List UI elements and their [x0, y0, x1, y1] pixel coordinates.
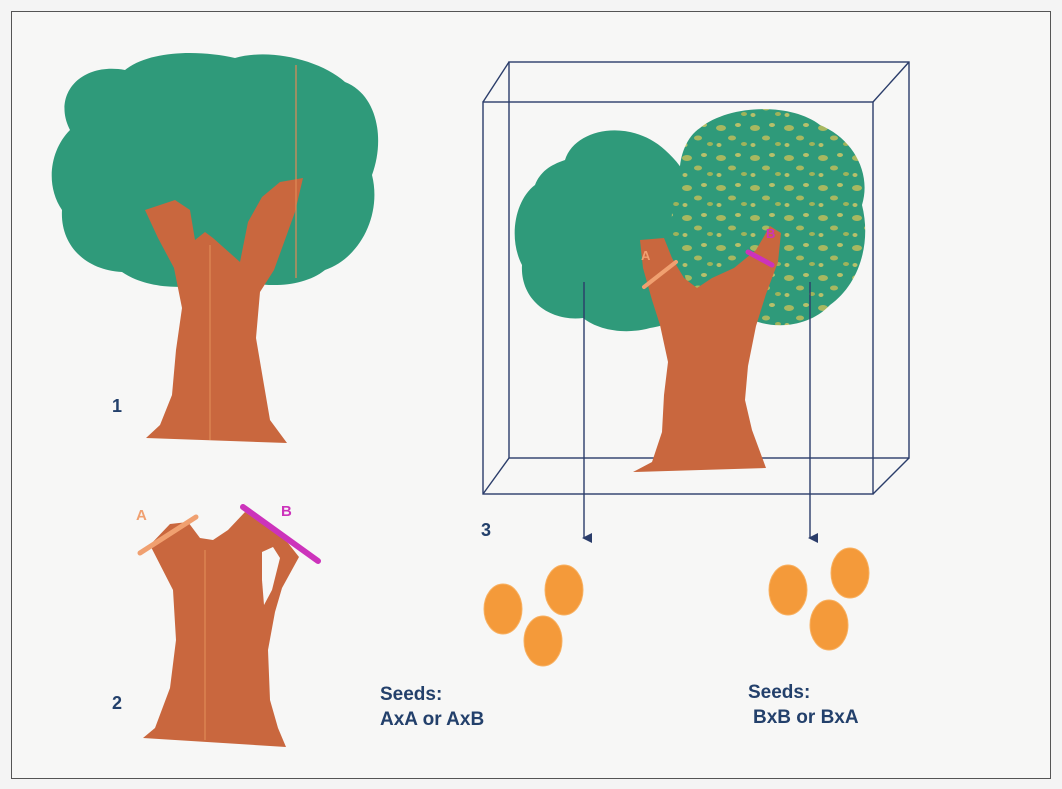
seed-group-a — [484, 565, 583, 666]
cage-edge — [873, 458, 909, 494]
seed-group-b — [769, 548, 869, 650]
panel-1-number: 1 — [112, 396, 122, 417]
seed — [831, 548, 869, 598]
seed-caption-b-crosses: BxB or BxA — [748, 705, 859, 730]
seed-caption-a-heading: Seeds: — [380, 682, 484, 707]
seed — [484, 584, 522, 634]
seed-caption-b-heading: Seeds: — [748, 680, 859, 705]
tree-2-trunk — [143, 512, 299, 747]
seed — [545, 565, 583, 615]
cage-graft-label-b: B — [766, 226, 775, 241]
seed-caption-a: Seeds: AxA or AxB — [380, 682, 484, 732]
seed — [769, 565, 807, 615]
seed-caption-a-crosses: AxA or AxB — [380, 707, 484, 732]
panel-2-trunk — [140, 507, 318, 747]
cage-edge — [873, 62, 909, 102]
panel-1-tree — [52, 53, 378, 443]
seed — [524, 616, 562, 666]
seed — [810, 600, 848, 650]
seed-caption-b: Seeds: BxB or BxA — [748, 680, 859, 730]
graft-label-b: B — [281, 503, 292, 520]
panel-3-tree — [515, 109, 866, 472]
cage-edge — [483, 62, 509, 102]
panel-2-number: 2 — [112, 693, 122, 714]
panel-3-number: 3 — [481, 520, 491, 541]
cage-graft-label-a: A — [641, 248, 650, 263]
graft-label-a: A — [136, 507, 147, 524]
cage-edge — [483, 458, 509, 494]
